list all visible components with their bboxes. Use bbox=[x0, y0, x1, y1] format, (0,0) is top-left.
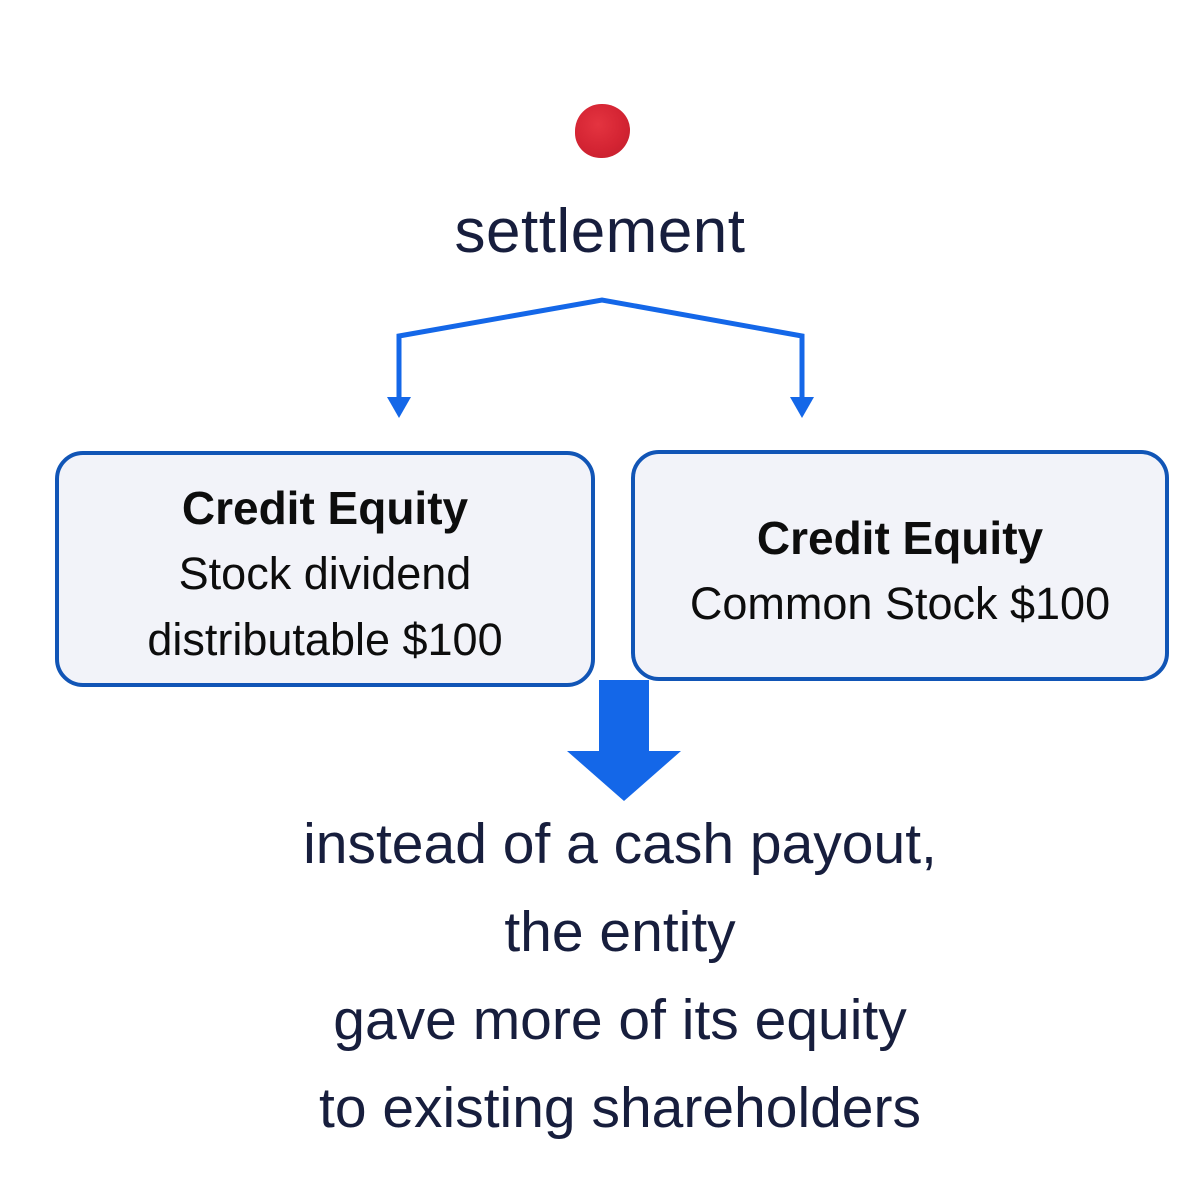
down-arrow-icon bbox=[567, 680, 681, 801]
diagram-title: settlement bbox=[454, 197, 746, 266]
branch-split-arrows-icon bbox=[387, 297, 814, 418]
conclusion-text: instead of a cash payout, the entity gav… bbox=[20, 800, 1200, 1152]
box-heading: Credit Equity bbox=[756, 511, 1044, 564]
box-line: Common Stock $100 bbox=[689, 577, 1111, 629]
conclusion-line: the entity bbox=[504, 900, 736, 964]
conclusion-line: gave more of its equity bbox=[333, 988, 907, 1052]
red-bullet-dot-icon bbox=[575, 104, 630, 158]
journal-entry-box-common-stock: Credit Equity Common Stock $100 bbox=[631, 450, 1169, 681]
box-line: distributable $100 bbox=[147, 614, 503, 665]
box-heading: Credit Equity bbox=[181, 482, 469, 534]
box-line: Stock dividend bbox=[178, 548, 472, 599]
journal-entry-box-stock-dividend: Credit Equity Stock dividend distributab… bbox=[55, 451, 595, 687]
conclusion-line: to existing shareholders bbox=[318, 1076, 921, 1140]
conclusion-line: instead of a cash payout, bbox=[303, 812, 937, 876]
